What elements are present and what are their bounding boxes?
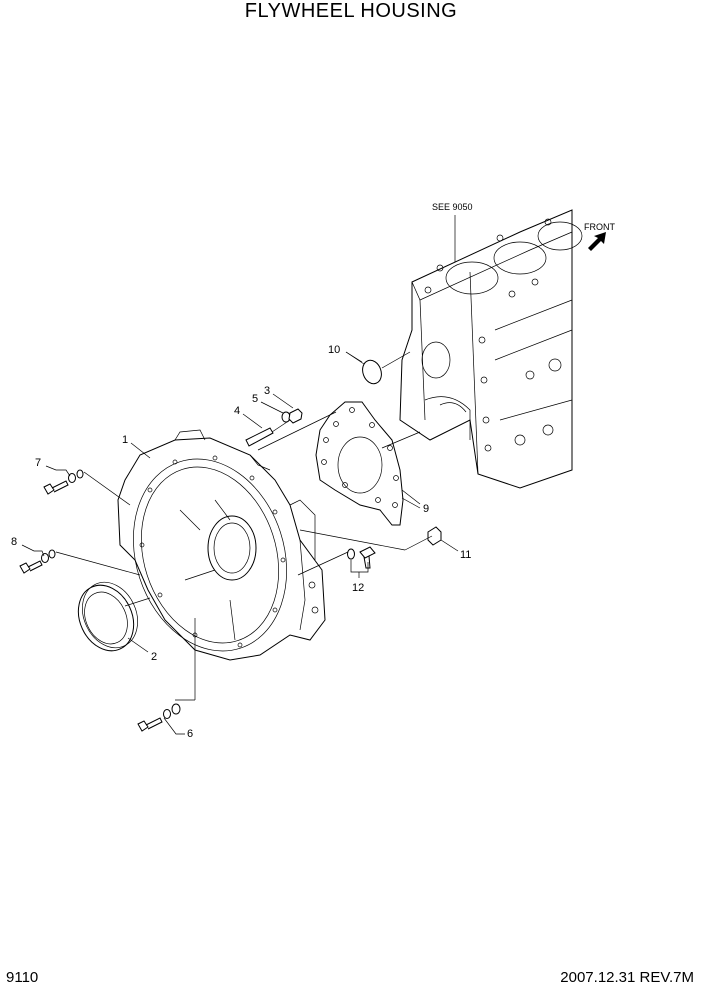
callout-1: 1 [122,434,151,459]
nut [288,408,303,424]
bolt-7 [43,469,84,495]
bolt-12 [347,546,376,569]
page-title: FLYWHEEL HOUSING [244,0,458,22]
page-code: 9110 [6,969,39,986]
callout-11: 11 [440,539,471,561]
callout-4: 4 [234,405,263,429]
svg-text:11: 11 [460,549,471,561]
callout-10: 10 [328,344,365,365]
callout-12: 12 [350,560,369,594]
flywheel-housing [117,429,326,661]
bolt-6 [137,703,181,732]
svg-text:3: 3 [264,385,270,397]
front-arrow-icon [588,232,606,251]
see-ref-label: SEE 9050 [432,202,473,212]
front-label: FRONT [584,222,615,232]
callout-9: 9 [401,489,429,515]
svg-text:7: 7 [35,457,41,469]
gasket-plate [315,401,404,526]
oil-seal [77,581,138,652]
engine-block [399,209,583,489]
callout-5: 5 [252,393,284,414]
leader-lines [55,411,433,701]
svg-text:10: 10 [328,344,340,356]
revision-date: 2007.12.31 REV.7M [560,969,694,986]
svg-text:2: 2 [151,651,157,663]
callout-2: 2 [127,637,157,663]
svg-text:8: 8 [11,536,17,548]
svg-text:12: 12 [352,582,364,594]
o-ring [362,359,382,385]
callout-7: 7 [35,457,71,477]
svg-text:5: 5 [252,393,258,405]
svg-text:9: 9 [423,503,429,515]
svg-text:6: 6 [187,728,193,740]
svg-text:4: 4 [234,405,240,417]
stud-bolt [245,427,274,447]
callout-8: 8 [11,536,45,557]
callout-3: 3 [264,385,294,409]
callout-6: 6 [163,717,193,740]
plug-11 [427,526,442,546]
svg-text:1: 1 [122,434,128,446]
bolt-8 [19,549,56,574]
